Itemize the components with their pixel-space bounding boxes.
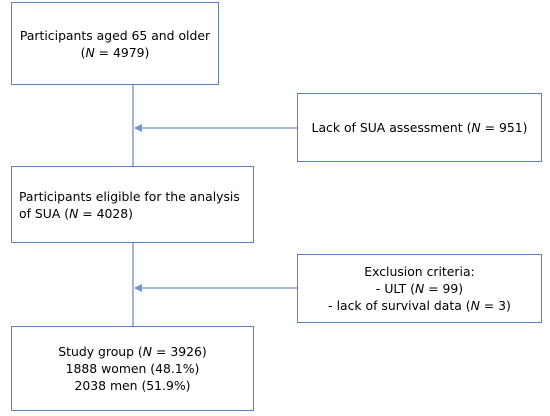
participants-box: Participants aged 65 and older (N = 4979…: [11, 2, 219, 85]
lack-sua-text: Lack of SUA assessment (N = 951): [311, 120, 528, 135]
participants-title: Participants aged 65 and older: [19, 27, 211, 43]
exclusion-title: Exclusion criteria:: [364, 264, 475, 279]
study-group-men: 2038 men (51.9%): [74, 378, 191, 393]
eligible-count: of SUA (N = 4028): [19, 205, 133, 221]
exclusion-item-survival: - lack of survival data (N = 3): [328, 298, 511, 313]
participants-count: (N = 4979): [80, 44, 150, 60]
eligible-box: Participants eligible for the analysis o…: [11, 166, 254, 243]
study-group-box: Study group (N = 3926) 1888 women (48.1%…: [11, 326, 254, 411]
lack-sua-box: Lack of SUA assessment (N = 951): [297, 93, 542, 162]
study-group-count: Study group (N = 3926): [58, 344, 207, 359]
exclusion-box: Exclusion criteria: - ULT (N = 99) - lac…: [297, 254, 542, 323]
exclusion-item-ult: - ULT (N = 99): [375, 281, 464, 296]
study-group-women: 1888 women (48.1%): [65, 361, 200, 376]
eligible-title: Participants eligible for the analysis: [19, 188, 240, 204]
